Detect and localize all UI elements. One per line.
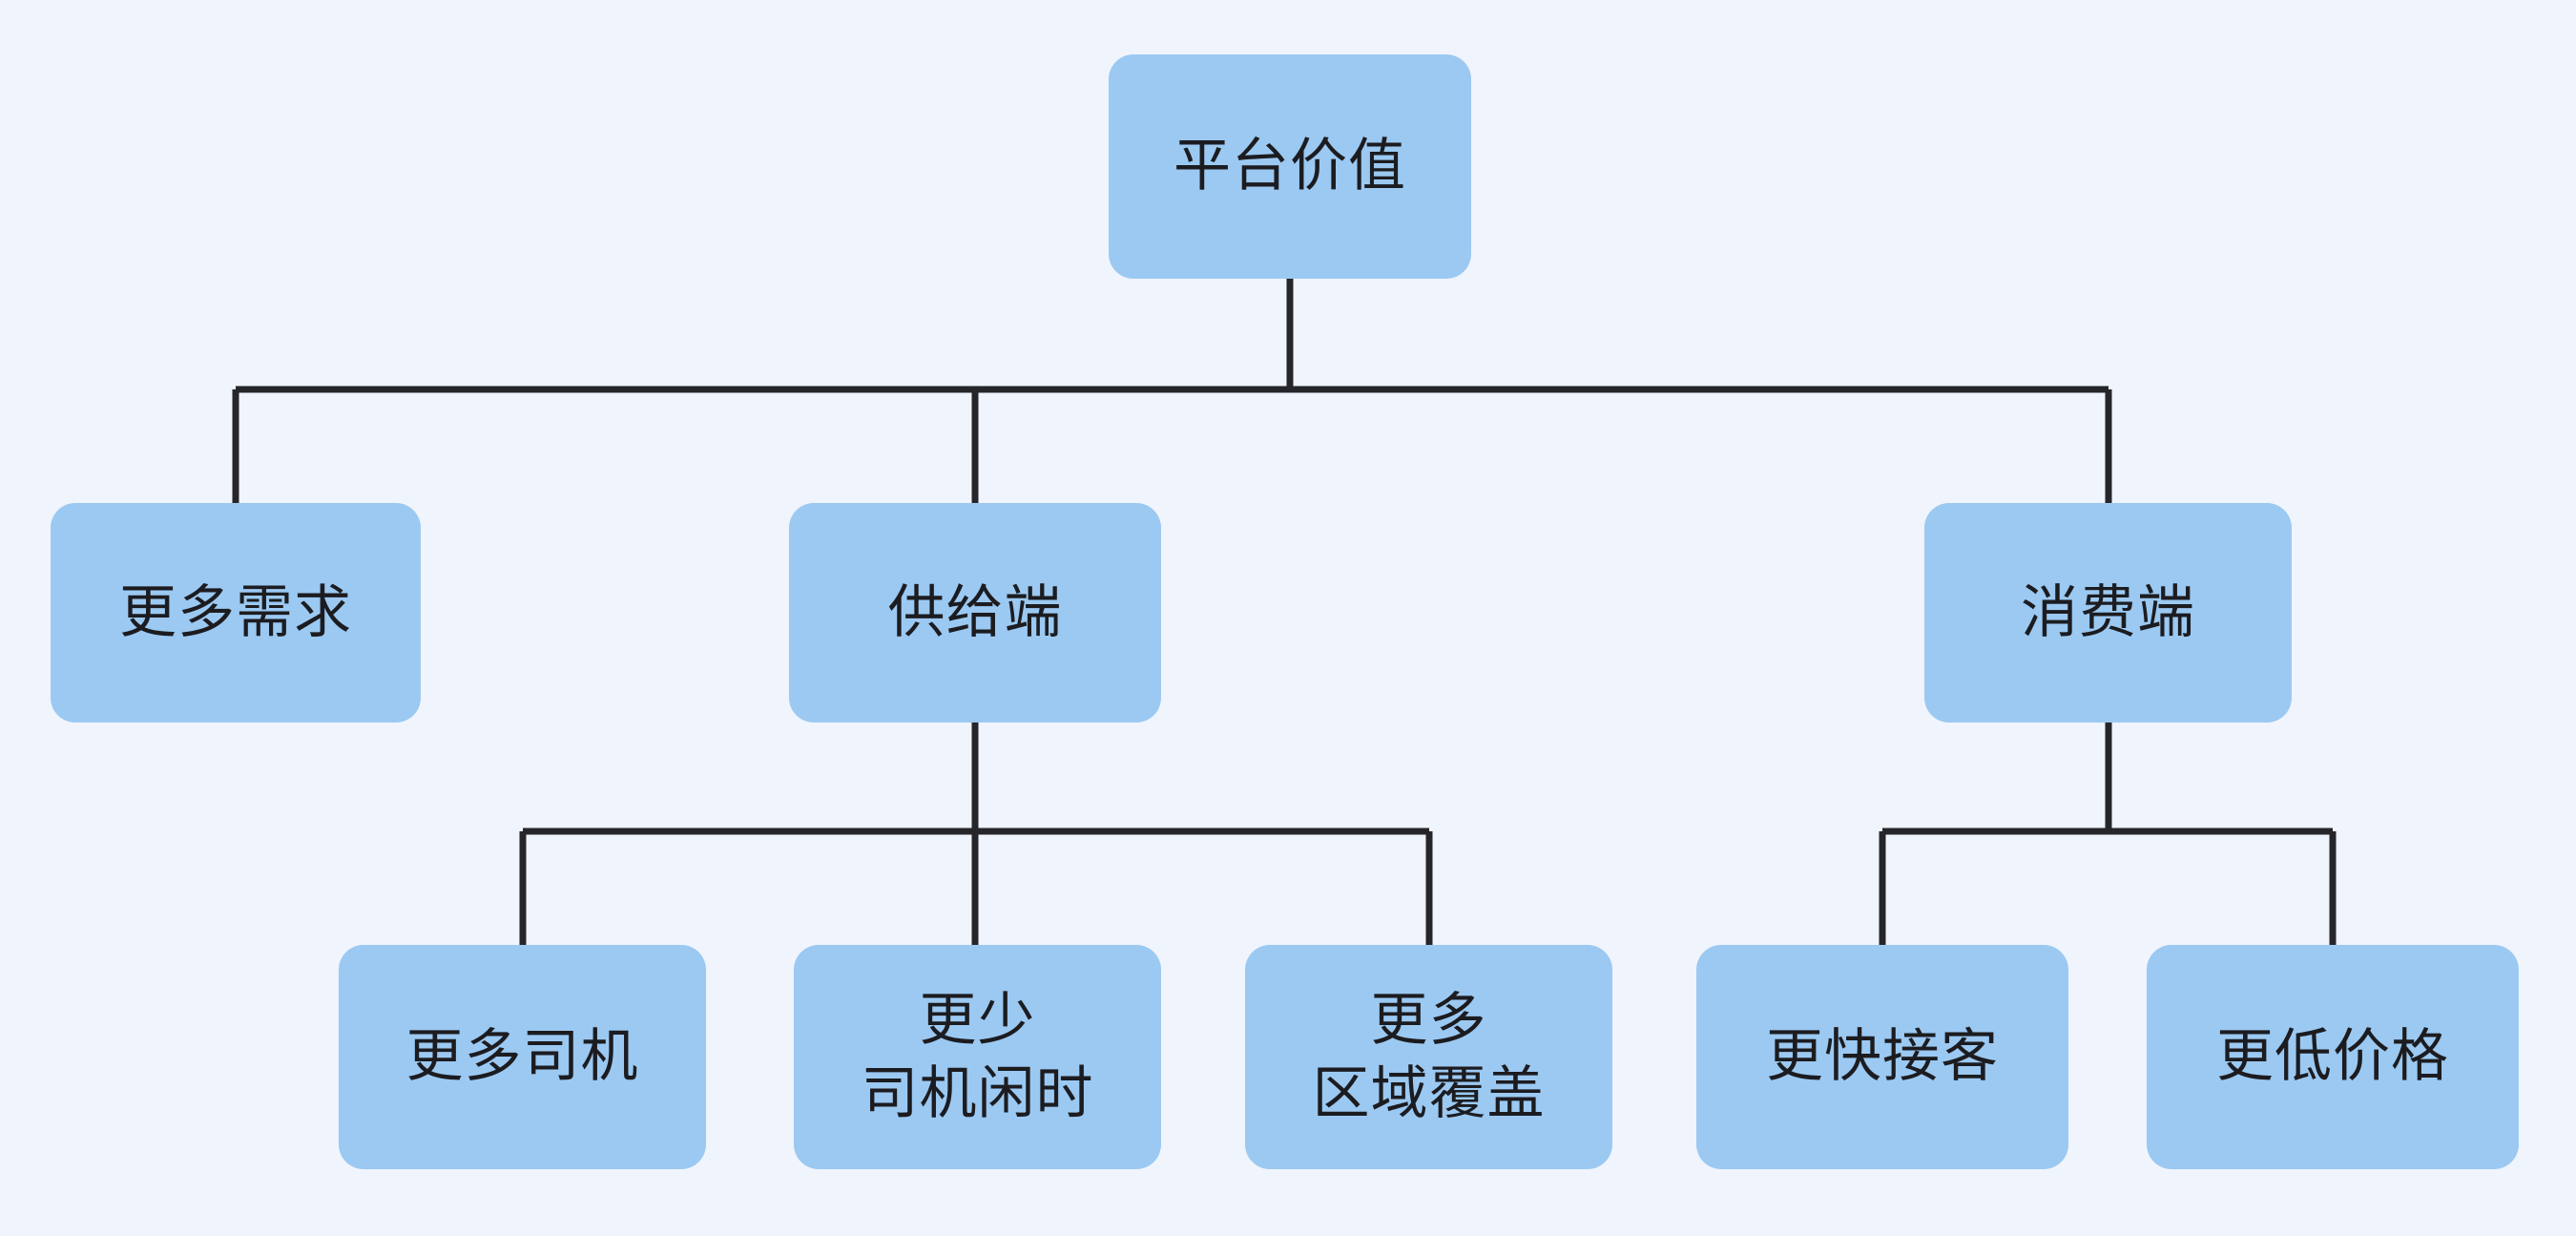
node-more-area-coverage-label: 更多 区域覆盖: [1312, 987, 1546, 1125]
node-more-drivers[interactable]: 更多司机: [339, 945, 706, 1169]
node-less-driver-idle-time[interactable]: 更少 司机闲时: [794, 945, 1161, 1169]
node-platform-value[interactable]: 平台价值: [1109, 54, 1471, 279]
node-faster-pickup[interactable]: 更快接客: [1696, 945, 2068, 1169]
node-lower-price[interactable]: 更低价格: [2147, 945, 2519, 1169]
node-consumer-side[interactable]: 消费端: [1924, 503, 2292, 723]
node-platform-value-label: 平台价值: [1174, 134, 1406, 199]
node-consumer-side-label: 消费端: [2021, 579, 2195, 644]
node-lower-price-label: 更低价格: [2216, 1024, 2449, 1089]
node-more-drivers-label: 更多司机: [405, 1024, 639, 1089]
node-supply-side[interactable]: 供给端: [789, 503, 1161, 723]
node-more-area-coverage[interactable]: 更多 区域覆盖: [1245, 945, 1612, 1169]
node-more-demand[interactable]: 更多需求: [51, 503, 421, 723]
node-more-demand-label: 更多需求: [119, 579, 352, 644]
node-faster-pickup-label: 更快接客: [1766, 1024, 1999, 1089]
node-less-driver-idle-time-label: 更少 司机闲时: [861, 987, 1094, 1125]
node-supply-side-label: 供给端: [887, 579, 1063, 644]
